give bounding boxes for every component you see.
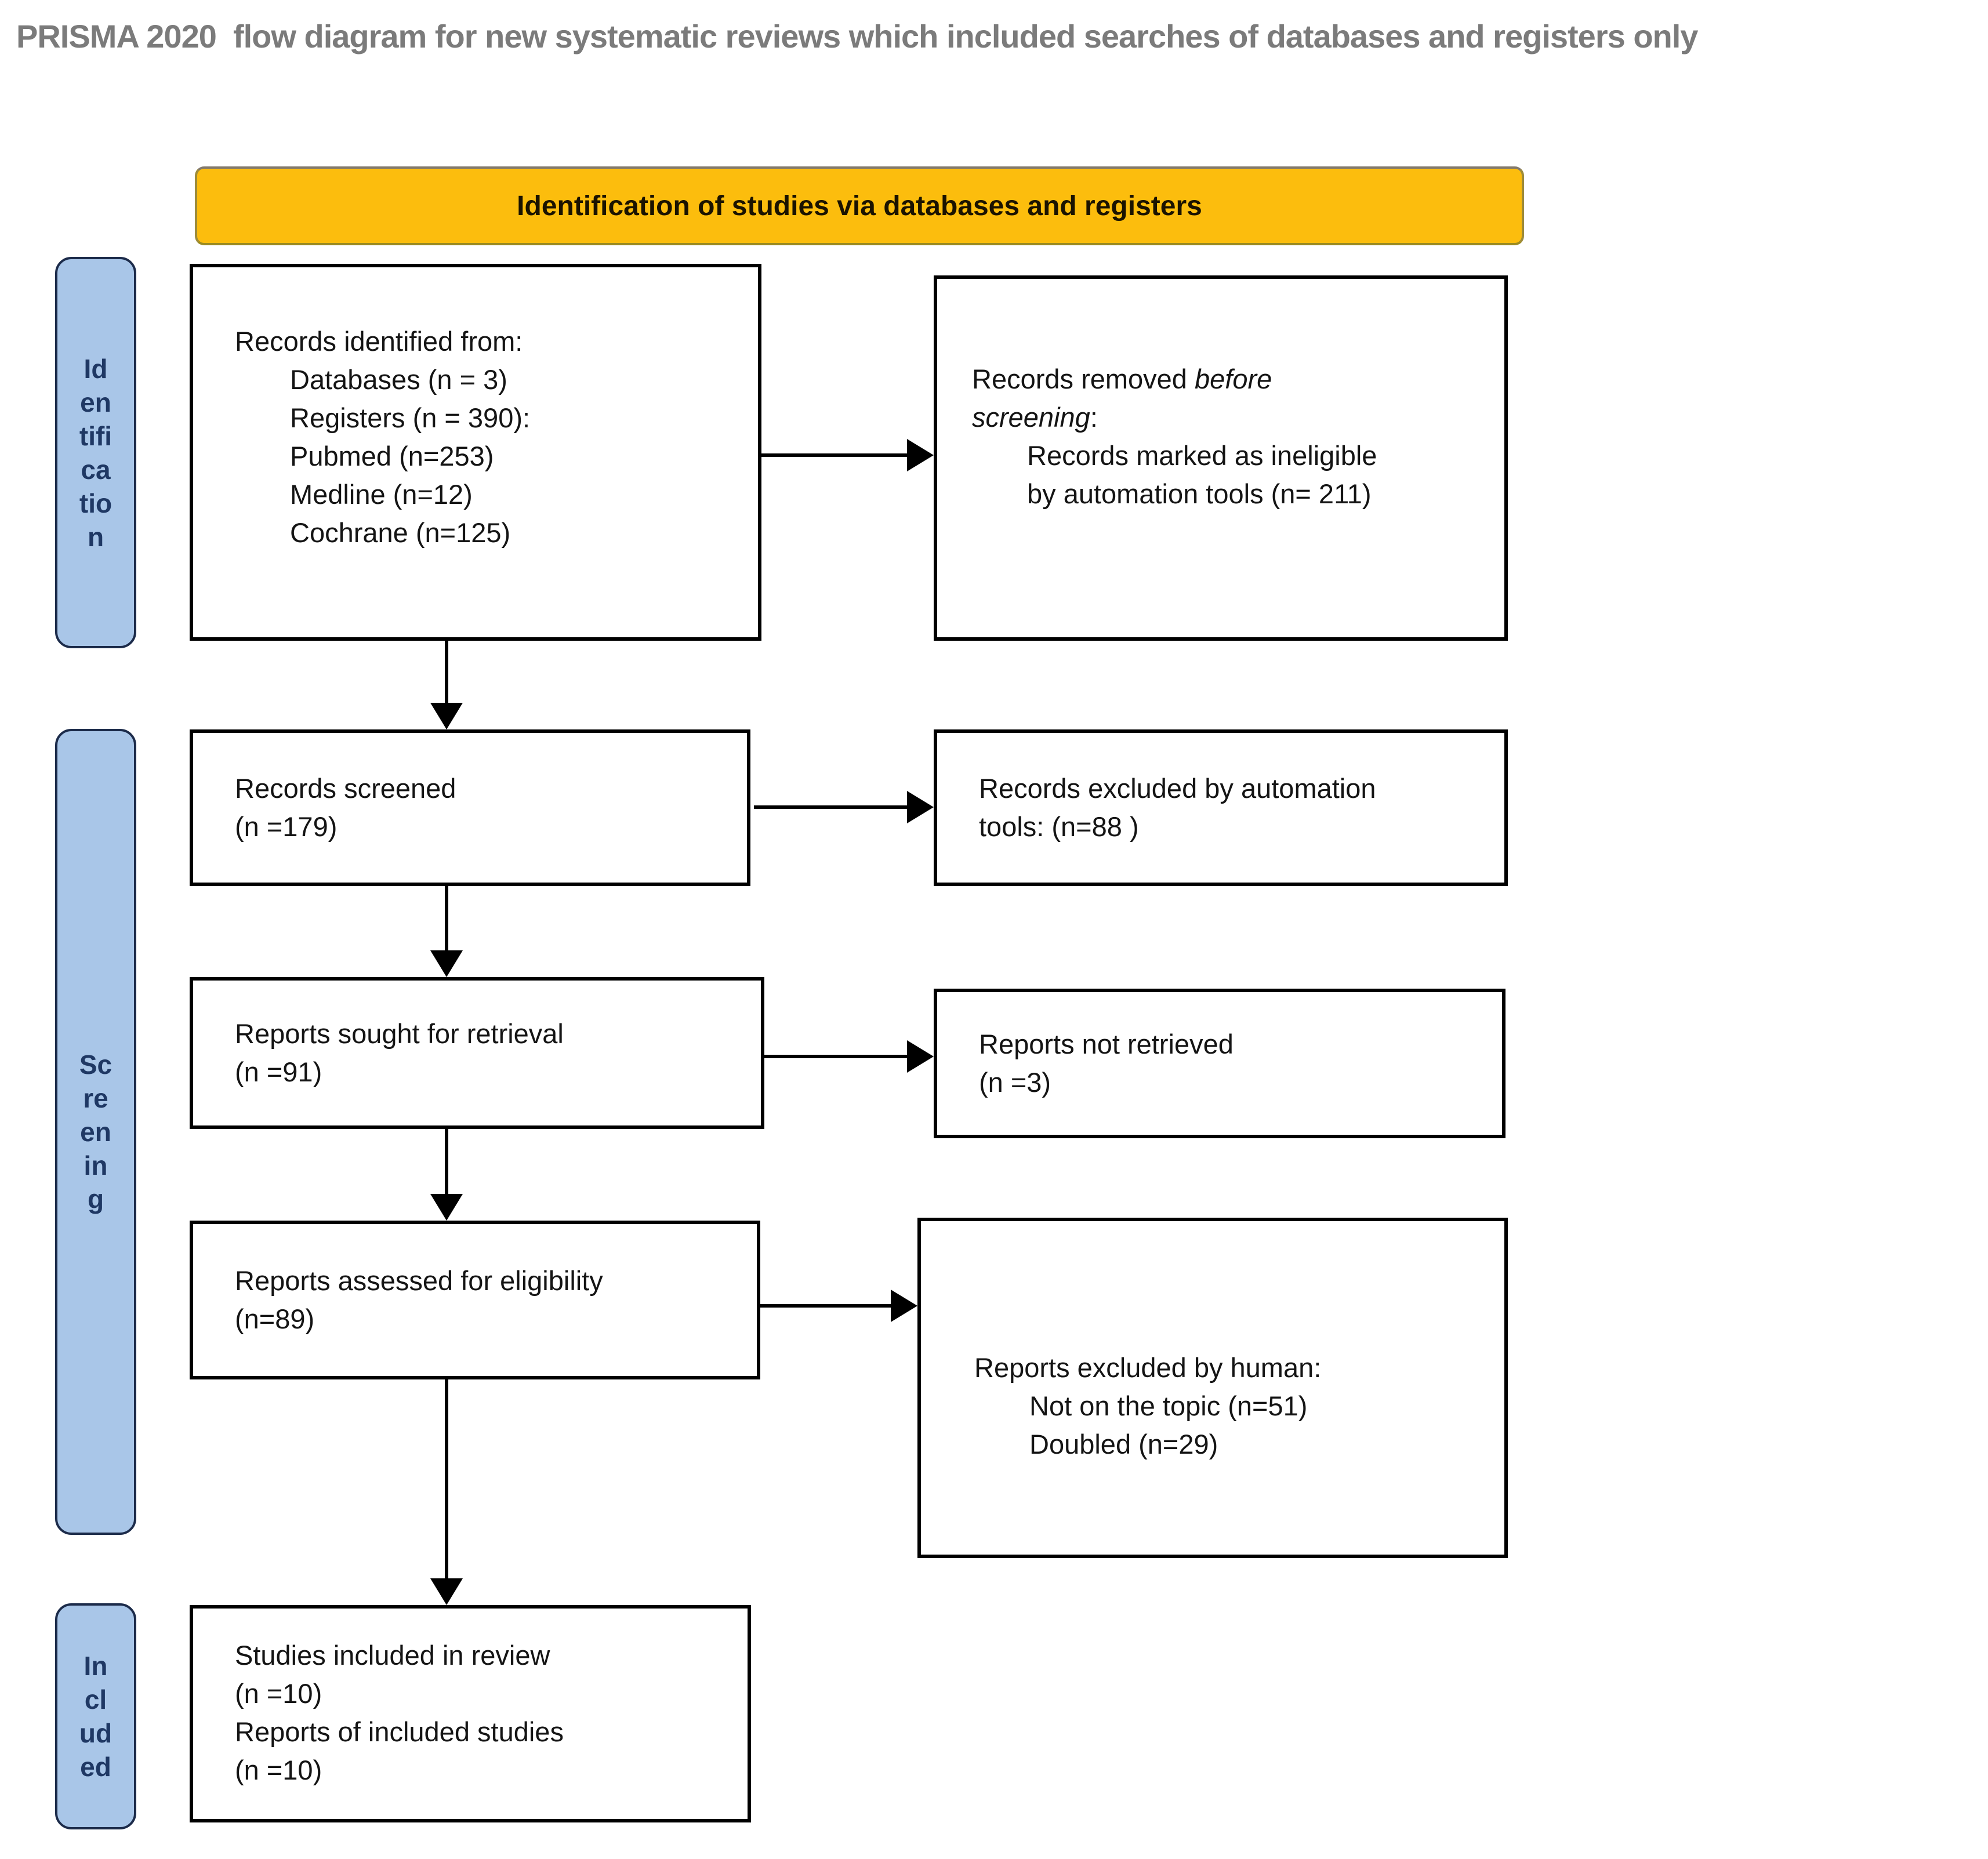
text-line: by automation tools (n= 211) (1027, 478, 1372, 509)
text-line: Reports excluded by human: (974, 1352, 1322, 1383)
flow-header: Identification of studies via databases … (195, 166, 1524, 245)
text-line: screening: (972, 402, 1098, 433)
box-records-excluded-automation: Records excluded by automation tools: (n=… (934, 729, 1508, 886)
text-line: cl (84, 1684, 107, 1715)
text-line: Records marked as ineligible (1027, 440, 1377, 471)
arrow-identified-to-removed (761, 453, 907, 457)
text-line: (n =179) (235, 811, 338, 842)
text-line: re (83, 1083, 108, 1113)
text-line: Sc (79, 1050, 113, 1080)
text-line: In (84, 1651, 108, 1681)
text-line: Doubled (n=29) (1029, 1429, 1218, 1459)
text-line: g (87, 1184, 104, 1214)
arrow-sought-to-assessed (445, 1129, 448, 1194)
text-line: Reports of included studies (235, 1716, 564, 1747)
box-records-removed: Records removed before screening: Records … (934, 275, 1508, 641)
text-line: (n=89) (235, 1304, 315, 1334)
text-line: (n =10) (235, 1755, 322, 1785)
page-title: PRISMA 2020 flow diagram for new systema… (16, 18, 1698, 55)
text-line: Records excluded by automation (979, 773, 1376, 804)
text-line: (n =10) (235, 1678, 322, 1709)
text-line: Records screened (235, 773, 456, 804)
text-line: Databases (n = 3) (290, 364, 507, 395)
box-reports-not-retrieved: Reports not retrieved (n =3) (934, 989, 1505, 1138)
text-line: Studies included in review (235, 1640, 550, 1671)
text-line: Pubmed (n=253) (290, 441, 494, 471)
box-reports-sought: Reports sought for retrieval (n =91) (190, 977, 764, 1129)
arrowhead-down-icon (430, 703, 463, 729)
text-line: en (80, 387, 111, 417)
box-studies-included: Studies included in review (n =10) Reports… (190, 1605, 751, 1822)
arrow-screened-to-sought (445, 886, 448, 950)
arrow-assessed-to-excluded-human (760, 1304, 891, 1308)
arrow-assessed-to-included (445, 1379, 448, 1578)
text-line: (n =3) (979, 1067, 1051, 1098)
arrow-identified-to-screened (445, 641, 448, 703)
arrowhead-down-icon (430, 950, 463, 977)
arrowhead-right-icon (907, 791, 934, 823)
arrowhead-right-icon (907, 1040, 934, 1073)
text-line: Id (84, 353, 108, 384)
text-line: en (80, 1117, 111, 1147)
arrow-sought-to-not-retrieved (761, 1055, 907, 1058)
arrowhead-down-icon (430, 1194, 463, 1221)
text-line: tifi (79, 420, 113, 451)
text-line: Registers (n = 390): (290, 402, 531, 433)
box-reports-excluded-human: Reports excluded by human: Not on the top… (917, 1218, 1508, 1558)
text-line: (n =91) (235, 1056, 322, 1087)
box-records-identified: Records identified from: Databases (n = 3… (190, 264, 761, 641)
text-line: Reports not retrieved (979, 1029, 1234, 1059)
text-line: ca (81, 454, 111, 485)
text-line: Cochrane (n=125) (290, 517, 511, 548)
text-line: in (84, 1150, 108, 1181)
text-line: tio (79, 488, 113, 518)
text-line: Records removed before (972, 364, 1272, 394)
text-line: tools: (n=88 ) (979, 811, 1139, 842)
text-line: ed (80, 1752, 111, 1782)
arrowhead-down-icon (430, 1578, 463, 1605)
text-line: n (87, 521, 104, 552)
arrowhead-right-icon (907, 439, 934, 471)
text-line: ud (79, 1718, 113, 1748)
arrow-screened-to-excluded (754, 805, 907, 809)
arrowhead-right-icon (891, 1290, 917, 1322)
text-line: Reports sought for retrieval (235, 1018, 564, 1049)
text-line: Records identified from: (235, 326, 523, 357)
text-line: Medline (n=12) (290, 479, 473, 510)
box-records-screened: Records screened (n =179) (190, 729, 750, 886)
text-line: Reports assessed for eligibility (235, 1265, 603, 1296)
text-line: Not on the topic (n=51) (1029, 1390, 1308, 1421)
box-reports-assessed: Reports assessed for eligibility (n=89) (190, 1221, 760, 1379)
